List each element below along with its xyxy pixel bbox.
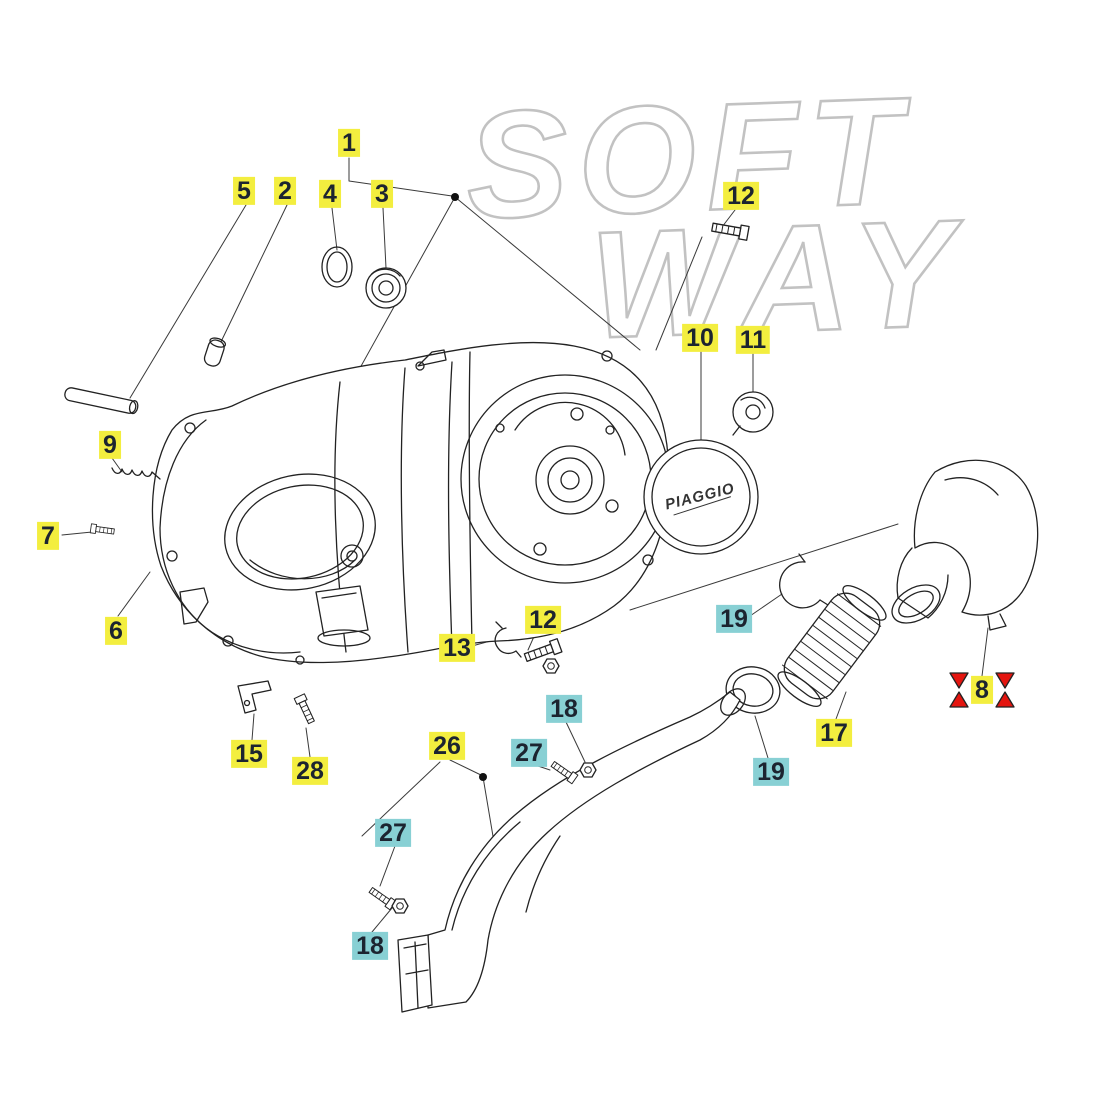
- nut-12: [542, 658, 560, 674]
- air-duct: [397, 688, 746, 1013]
- screw-7: [89, 523, 116, 537]
- callout-12-mid: 12: [525, 605, 561, 635]
- callout-18-lower: 18: [352, 931, 388, 961]
- callout-15: 15: [231, 739, 267, 769]
- callout-12-top: 12: [723, 181, 759, 211]
- hose-clamp-upper: [779, 553, 829, 609]
- hose-ring-lower: [725, 666, 781, 714]
- callout-11: 11: [735, 325, 771, 355]
- spring-9: [111, 467, 161, 480]
- spacer-bushing: [203, 337, 227, 367]
- callout-10: 10: [682, 323, 718, 353]
- svg-text:SOFT: SOFT: [463, 66, 915, 251]
- callout-9: 9: [99, 430, 121, 460]
- callout-1: 1: [338, 128, 360, 158]
- screw-28: [293, 693, 318, 726]
- callout-19-bottom: 19: [753, 757, 789, 787]
- modified-part-marker-right: [995, 672, 1015, 708]
- piaggio-cover-plate: [643, 439, 759, 555]
- nut-18-lower: [391, 898, 409, 914]
- grommet-cap: [732, 391, 774, 436]
- callout-6: 6: [105, 616, 127, 646]
- callout-3: 3: [371, 179, 393, 209]
- nut-18-upper: [579, 762, 597, 778]
- softway-watermark: SOFT WAY: [462, 64, 972, 372]
- callout-2: 2: [274, 176, 296, 206]
- svg-text:WAY: WAY: [588, 188, 971, 371]
- callout-26: 26: [429, 731, 465, 761]
- air-intake-snorkel: [891, 459, 1039, 631]
- callout-19-left: 19: [716, 604, 752, 634]
- corrugated-hose: [777, 585, 887, 707]
- callout-27-lower: 27: [375, 818, 411, 848]
- callout-27-upper: 27: [511, 738, 547, 768]
- callout-4: 4: [319, 179, 341, 209]
- transmission-cover: [151, 341, 670, 665]
- callout-5: 5: [233, 176, 255, 206]
- dowel-pin: [64, 387, 139, 415]
- leader-lines: [61, 157, 989, 933]
- callout-8: 8: [971, 675, 993, 705]
- callout-28: 28: [292, 756, 328, 786]
- callout-7: 7: [37, 521, 59, 551]
- o-ring: [321, 246, 353, 288]
- bracket-15: [237, 680, 272, 714]
- callout-13: 13: [439, 633, 475, 663]
- bearing: [365, 267, 407, 309]
- clip-13: [494, 621, 522, 658]
- callout-17: 17: [816, 718, 852, 748]
- modified-part-marker-left: [949, 672, 969, 708]
- callout-18-upper: 18: [546, 694, 582, 724]
